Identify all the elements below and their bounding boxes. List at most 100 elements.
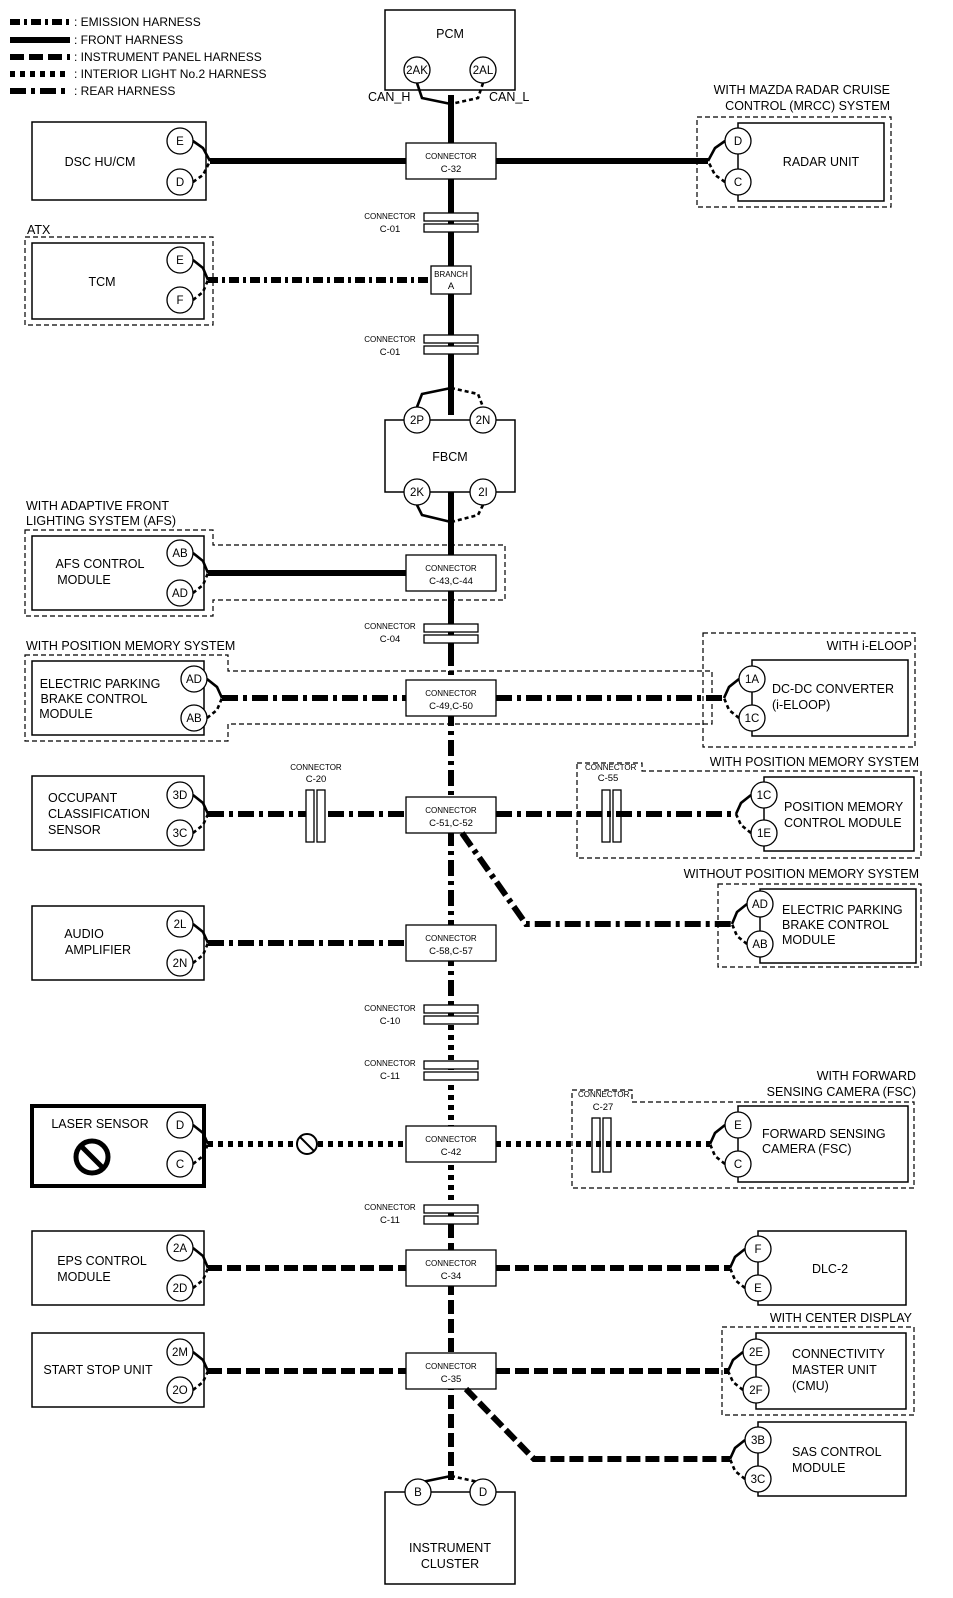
c01b-label: CONNECTOR bbox=[364, 335, 416, 344]
c04-label: CONNECTOR bbox=[364, 622, 416, 631]
fsc-pin-e: E bbox=[734, 1120, 742, 1132]
fsc-group-2: SENSING CAMERA (FSC) bbox=[767, 1085, 916, 1099]
cmu-pin-2f: 2F bbox=[749, 1385, 762, 1397]
laser-pin-c: C bbox=[176, 1159, 184, 1171]
ocs-pin-3d: 3D bbox=[173, 790, 188, 802]
fsc-pin-c: C bbox=[734, 1159, 742, 1171]
c01a-label: CONNECTOR bbox=[364, 212, 416, 221]
sas-pin-3c: 3C bbox=[751, 1474, 766, 1486]
legend-emission: : EMISSION HARNESS bbox=[74, 15, 201, 29]
occupant-classification-sensor: OCCUPANT CLASSIFICATION SENSOR 3D 3C bbox=[31, 775, 406, 851]
ocs-title-3: SENSOR bbox=[48, 823, 101, 837]
radar-group-2: CONTROL (MRCC) SYSTEM bbox=[725, 99, 890, 113]
fsc-title-2: CAMERA (FSC) bbox=[762, 1142, 852, 1156]
cmu-title-2: MASTER UNIT bbox=[792, 1363, 877, 1377]
eloop-title-2: (i-ELOOP) bbox=[772, 698, 830, 712]
c27-id: C-27 bbox=[593, 1102, 614, 1113]
c11a-id: C-11 bbox=[380, 1071, 400, 1082]
tcm-pin-e: E bbox=[176, 255, 184, 267]
epb-control-module-without-pms: WITHOUT POSITION MEMORY SYSTEM ELECTRIC … bbox=[459, 831, 922, 968]
epb1-pin-ab: AB bbox=[186, 713, 202, 725]
can-l-label: CAN_L bbox=[489, 90, 529, 104]
connector-c-01-lower: CONNECTOR C-01 bbox=[364, 334, 479, 358]
eps-pin-2a: 2A bbox=[173, 1243, 187, 1255]
fbcm-pin-2n: 2N bbox=[476, 415, 491, 427]
eps-title-2: MODULE bbox=[57, 1270, 110, 1284]
dlc-title: DLC-2 bbox=[812, 1262, 848, 1276]
c58-label: CONNECTOR bbox=[425, 934, 477, 943]
legend: : EMISSION HARNESS : FRONT HARNESS : INS… bbox=[10, 15, 267, 98]
fbcm-pin-2i: 2I bbox=[478, 487, 488, 499]
connector-c-11-upper: CONNECTOR C-11 bbox=[364, 1059, 479, 1082]
audio-title-2: AMPLIFIER bbox=[65, 943, 131, 957]
ssu-pin-2o: 2O bbox=[172, 1385, 187, 1397]
ocs-title-2: CLASSIFICATION bbox=[48, 807, 150, 821]
dsc-pin-d: D bbox=[176, 177, 184, 189]
eps-pin-2d: 2D bbox=[173, 1283, 188, 1295]
connector-c-49-c-50: CONNECTOR C-49,C-50 bbox=[405, 679, 497, 717]
audio-pin-2l: 2L bbox=[174, 919, 187, 931]
connector-c-32: CONNECTOR C-32 bbox=[405, 142, 497, 180]
dsc-pin-e: E bbox=[176, 136, 184, 148]
eps-title-1: EPS CONTROL bbox=[57, 1254, 147, 1268]
branch-a: BRANCH A bbox=[430, 265, 472, 295]
prohibited-mark-icon bbox=[296, 1133, 318, 1155]
c20-id: C-20 bbox=[306, 774, 327, 785]
tcm-pin-f: F bbox=[176, 295, 183, 307]
audio-pin-2n: 2N bbox=[173, 958, 188, 970]
ic-title-1: INSTRUMENT bbox=[409, 1541, 491, 1555]
c43-id: C-43,C-44 bbox=[429, 576, 473, 587]
c49-label: CONNECTOR bbox=[425, 689, 477, 698]
eloop-title-1: DC-DC CONVERTER bbox=[772, 682, 894, 696]
sas-title-1: SAS CONTROL bbox=[792, 1445, 882, 1459]
audio-amplifier: AUDIO AMPLIFIER 2L 2N bbox=[31, 905, 406, 981]
epb2-group: WITHOUT POSITION MEMORY SYSTEM bbox=[684, 867, 919, 881]
fbcm: FBCM 2P 2N 2K 2I bbox=[384, 386, 516, 524]
dlc-2: DLC-2 F E bbox=[496, 1230, 907, 1306]
pmcm-title-1: POSITION MEMORY bbox=[784, 800, 904, 814]
connector-c-51-c-52: CONNECTOR C-51,C-52 bbox=[405, 796, 497, 834]
connector-c-58-c-57: CONNECTOR C-58,C-57 bbox=[405, 924, 497, 962]
c35-id: C-35 bbox=[441, 1374, 462, 1385]
prohibited-icon bbox=[73, 1138, 111, 1176]
radar-pin-d: D bbox=[734, 136, 742, 148]
dc-dc-converter: WITH i-ELOOP DC-DC CONVERTER (i-ELOOP) 1… bbox=[496, 632, 916, 748]
c01b-id: C-01 bbox=[380, 347, 401, 358]
fbcm-pin-2p: 2P bbox=[410, 415, 424, 427]
connector-c-10: CONNECTOR C-10 bbox=[364, 1004, 479, 1027]
c11b-id: C-11 bbox=[380, 1215, 400, 1226]
sas-title-2: MODULE bbox=[792, 1461, 845, 1475]
radar-title: RADAR UNIT bbox=[783, 155, 860, 169]
epb1-title-3: MODULE bbox=[39, 707, 92, 721]
can-h-label: CAN_H bbox=[368, 90, 410, 104]
pmcm-pin-1e: 1E bbox=[757, 828, 771, 840]
forward-sensing-camera: WITH FORWARD SENSING CAMERA (FSC) CONNEC… bbox=[496, 1069, 916, 1189]
eps-control-module: EPS CONTROL MODULE 2A 2D bbox=[31, 1230, 406, 1306]
ocs-pin-3c: 3C bbox=[173, 828, 188, 840]
c11b-label: CONNECTOR bbox=[364, 1203, 416, 1212]
sas-control-module: SAS CONTROL MODULE 3B 3C bbox=[463, 1386, 907, 1497]
pmcm-group: WITH POSITION MEMORY SYSTEM bbox=[710, 755, 919, 769]
connector-c-35: CONNECTOR C-35 bbox=[405, 1352, 497, 1390]
instrument-cluster: B D INSTRUMENT CLUSTER bbox=[384, 1474, 516, 1585]
pcm: PCM 2AK 2AL CAN_H CAN_L bbox=[368, 9, 529, 106]
c51-id: C-51,C-52 bbox=[429, 818, 473, 829]
laser-sensor: LASER SENSOR D C bbox=[30, 1104, 406, 1188]
epb2-title-2: BRAKE CONTROL bbox=[782, 918, 889, 932]
c49-id: C-49,C-50 bbox=[429, 701, 473, 712]
eloop-group: WITH i-ELOOP bbox=[827, 639, 912, 653]
ic-title-2: CLUSTER bbox=[421, 1557, 479, 1571]
ic-pin-b: B bbox=[414, 1487, 422, 1499]
c11a-label: CONNECTOR bbox=[364, 1059, 416, 1068]
connector-c-04: CONNECTOR C-04 bbox=[364, 622, 479, 645]
branch-id: A bbox=[448, 281, 455, 292]
pmcm-pin-1c: 1C bbox=[757, 790, 772, 802]
dsc-hu-cm: DSC HU/CM E D bbox=[31, 121, 406, 201]
start-stop-unit: START STOP UNIT 2M 2O bbox=[31, 1332, 406, 1408]
position-memory-control-module: CONNECTOR C-55 WITH POSITION MEMORY SYST… bbox=[496, 755, 922, 859]
afs-pin-ab: AB bbox=[172, 548, 188, 560]
cmu-title-1: CONNECTIVITY bbox=[792, 1347, 886, 1361]
epb1-pin-ad: AD bbox=[186, 674, 202, 686]
epb2-title-1: ELECTRIC PARKING bbox=[782, 903, 903, 917]
